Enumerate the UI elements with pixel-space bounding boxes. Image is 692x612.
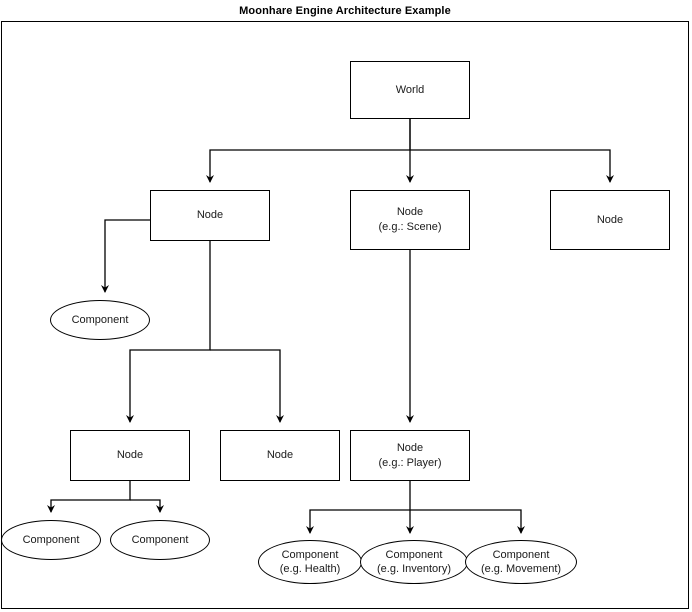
component-inventory-label: Component (e.g. Inventory)	[377, 549, 451, 575]
component-inventory[interactable]: Component (e.g. Inventory)	[360, 540, 468, 584]
node-e[interactable]: Node	[220, 430, 340, 481]
component-a[interactable]: Component	[50, 300, 150, 340]
node-c-label: Node	[596, 213, 624, 226]
node-d[interactable]: Node	[70, 430, 190, 481]
node-scene-label: Node (e.g.: Scene)	[378, 206, 442, 233]
node-scene[interactable]: Node (e.g.: Scene)	[350, 190, 470, 250]
node-world[interactable]: World	[350, 61, 470, 119]
component-b-label: Component	[22, 534, 80, 546]
component-health-label: Component (e.g. Health)	[279, 549, 341, 575]
node-world-label: World	[395, 83, 425, 96]
node-e-label: Node	[266, 449, 294, 461]
diagram-title-bar: Moonhare Engine Architecture Example	[1, 1, 689, 22]
node-c[interactable]: Node	[550, 190, 670, 250]
component-movement[interactable]: Component (e.g. Movement)	[465, 540, 577, 584]
page-title: Moonhare Engine Architecture Example	[239, 5, 451, 17]
node-d-label: Node	[116, 449, 144, 461]
node-a-label: Node	[196, 209, 224, 221]
node-player[interactable]: Node (e.g.: Player)	[350, 430, 470, 481]
component-movement-label: Component (e.g. Movement)	[480, 549, 562, 575]
component-health[interactable]: Component (e.g. Health)	[258, 540, 362, 584]
component-b[interactable]: Component	[1, 520, 101, 560]
component-a-label: Component	[71, 314, 129, 326]
component-c[interactable]: Component	[110, 520, 210, 560]
component-c-label: Component	[131, 534, 189, 546]
node-a[interactable]: Node	[150, 190, 270, 241]
node-player-label: Node (e.g.: Player)	[378, 441, 442, 469]
